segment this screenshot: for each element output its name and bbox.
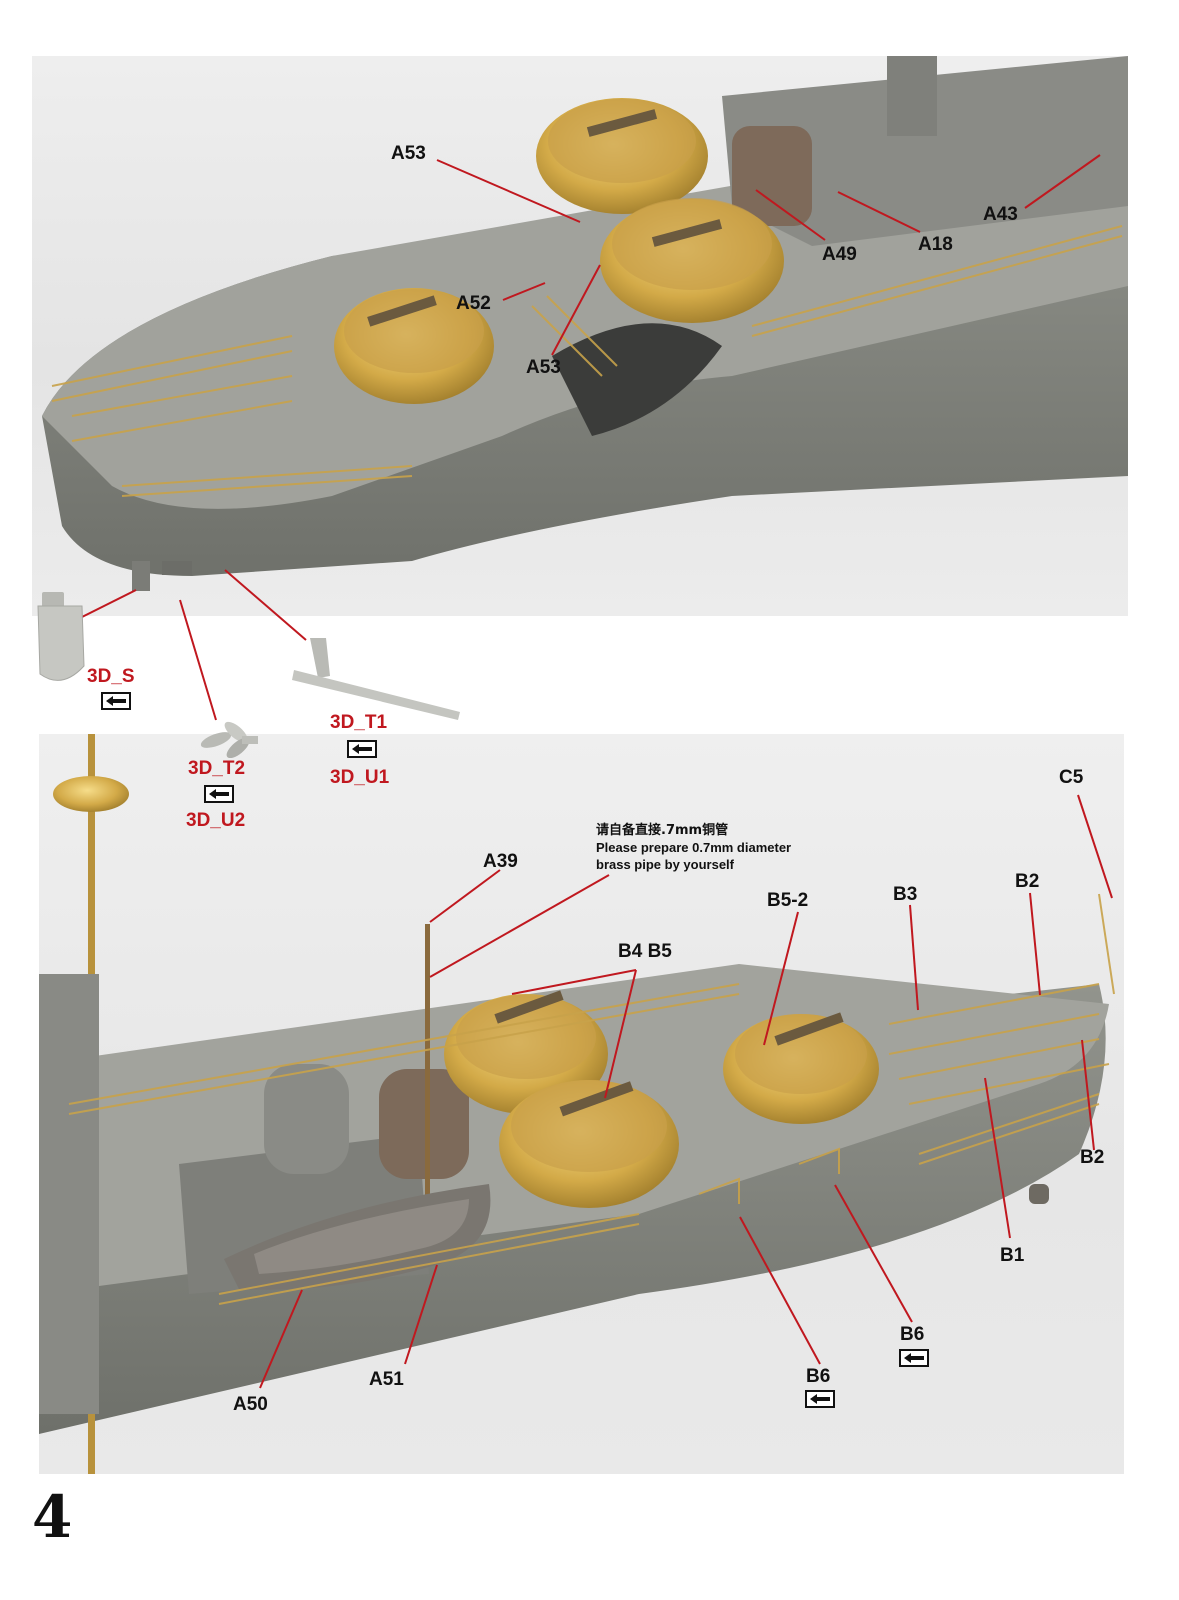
label-b6-right: B6: [900, 1324, 925, 1345]
label-b2-right: B2: [1080, 1147, 1105, 1168]
label-a49: A49: [822, 244, 857, 265]
label-a52: A52: [456, 293, 491, 314]
label-a43: A43: [983, 204, 1018, 225]
note-line-english-1: Please prepare 0.7mm diameter: [596, 840, 792, 855]
label-b5-2: B5-2: [767, 890, 809, 911]
stern-deck-illustration: [42, 56, 1128, 591]
label-a53-top: A53: [391, 143, 426, 164]
midship-deck-illustration: [39, 734, 1115, 1474]
label-3d-u2: 3D_U2: [186, 810, 246, 831]
label-3d-u1: 3D_U1: [330, 767, 390, 788]
label-3d-t1: 3D_T1: [330, 712, 388, 733]
label-b6-left: B6: [806, 1366, 831, 1387]
mirror-part-icon: [347, 740, 377, 758]
leader-propeller: [179, 599, 217, 721]
label-b4-b5: B4 B5: [618, 941, 672, 962]
label-c5: C5: [1059, 767, 1084, 788]
label-3d-s: 3D_S: [87, 666, 135, 687]
shaft-part-render: [292, 638, 460, 720]
mirror-part-icon: [805, 1390, 835, 1408]
mirror-part-icon: [204, 785, 234, 803]
brass-pipe-note: 请自备直接.7mm铜管 Please prepare 0.7mm diamete…: [596, 822, 791, 873]
propeller-part-render: [200, 721, 258, 758]
note-line-english-2: brass pipe by yourself: [596, 857, 734, 872]
note-line-chinese: 请自备直接.7mm铜管: [596, 823, 729, 838]
page-number: 4: [32, 1483, 73, 1551]
label-a51: A51: [369, 1369, 404, 1390]
label-a53-bottom: A53: [526, 357, 561, 378]
mirror-part-icon: [101, 692, 131, 710]
rudder-part-render: [37, 592, 85, 681]
top-model-photo: [32, 56, 1128, 616]
label-a18: A18: [918, 234, 953, 255]
label-3d-t2: 3D_T2: [188, 758, 246, 779]
label-a39: A39: [483, 851, 518, 872]
label-b3: B3: [893, 884, 918, 905]
mirror-part-icon: [899, 1349, 929, 1367]
label-b2-top: B2: [1015, 871, 1040, 892]
label-a50: A50: [233, 1394, 268, 1415]
label-b1: B1: [1000, 1245, 1025, 1266]
bottom-model-photo: [39, 734, 1124, 1474]
